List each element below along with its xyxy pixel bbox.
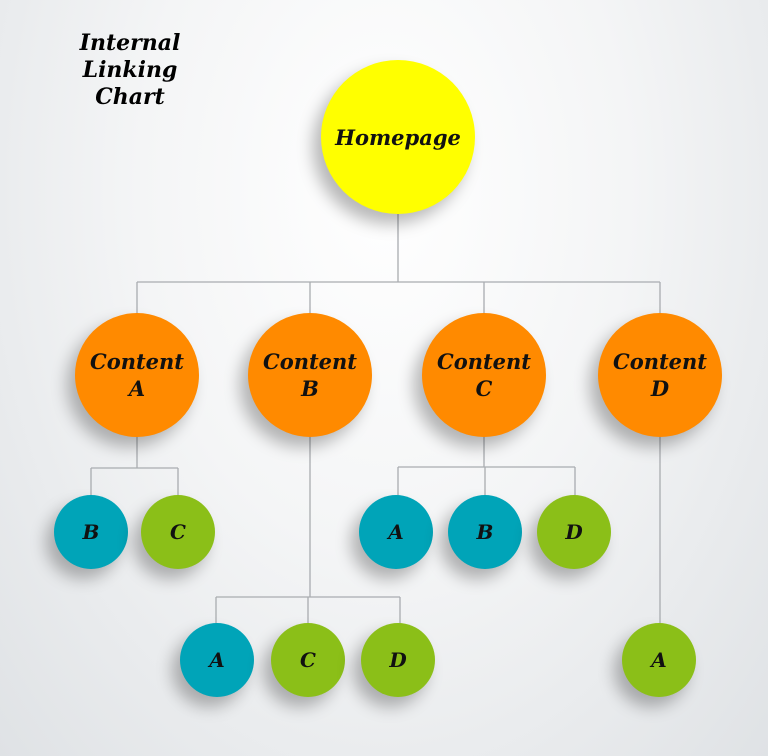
link-node: A xyxy=(359,495,433,569)
node-label: A xyxy=(209,648,225,672)
connector-content-c xyxy=(397,437,576,496)
link-node: C xyxy=(141,495,215,569)
link-node: D xyxy=(537,495,611,569)
node-label: Content xyxy=(436,349,532,374)
link-node: B xyxy=(54,495,128,569)
node-label: D xyxy=(389,648,407,672)
node-label: D xyxy=(565,520,583,544)
node-label: A xyxy=(128,376,146,401)
link-node: A xyxy=(622,623,696,697)
node-label: Content xyxy=(262,349,358,374)
node-label: A xyxy=(388,520,404,544)
title-line-2: Chart xyxy=(95,84,165,110)
node-label: D xyxy=(650,376,670,401)
homepage-label: Homepage xyxy=(335,124,461,150)
link-node: A xyxy=(180,623,254,697)
node-label: C xyxy=(170,520,186,544)
link-node: B xyxy=(448,495,522,569)
node-label: C xyxy=(300,648,316,672)
node-label: C xyxy=(475,376,493,401)
node-label: A xyxy=(651,648,667,672)
node-label: Content xyxy=(89,349,185,374)
link-node: C xyxy=(271,623,345,697)
connector-content-b xyxy=(215,437,401,624)
link-node: D xyxy=(361,623,435,697)
title-line-1: Internal Linking xyxy=(79,30,181,83)
node-label: B xyxy=(82,520,100,544)
node-label: B xyxy=(476,520,494,544)
node-label: B xyxy=(301,376,319,401)
connector-root xyxy=(136,214,661,314)
homepage-node: Homepage xyxy=(321,60,475,214)
node-label: Content xyxy=(612,349,708,374)
connector-content-a xyxy=(90,437,179,496)
chart-title: Internal Linking Chart xyxy=(30,30,230,111)
